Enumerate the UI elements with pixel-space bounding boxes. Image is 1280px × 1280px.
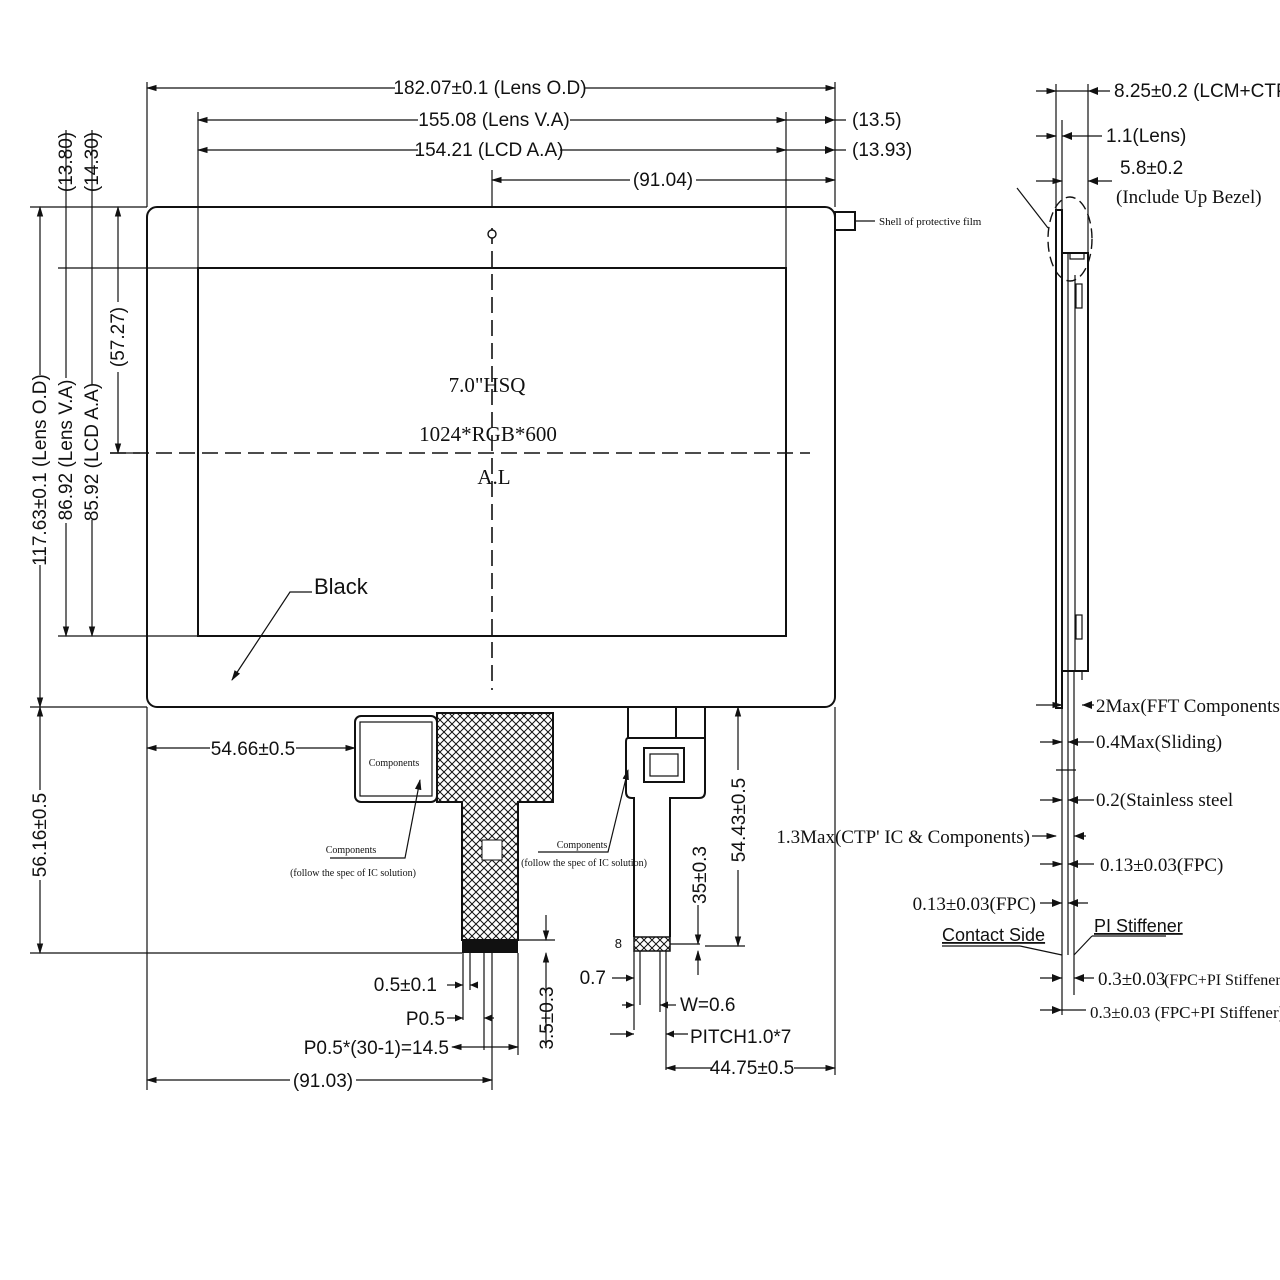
black-label: Black xyxy=(314,574,369,599)
side-fpc-1: 0.13±0.03(FPC) xyxy=(1100,855,1223,876)
size-label: 7.0"HSQ xyxy=(449,373,526,397)
aa-mark: A.L xyxy=(477,465,510,489)
dim-lens-od-height: 117.63±0.1 (Lens O.D) xyxy=(30,374,51,566)
dim-35: 35±0.3 xyxy=(690,846,711,904)
side-lens: 1.1(Lens) xyxy=(1106,126,1186,147)
components-box-label: Components xyxy=(369,758,420,769)
side-view: 8.25±0.2 (LCM+CTP) 1.1(Lens) 5.8±0.2 (In… xyxy=(776,81,1280,1022)
components-spec-2: (follow the spec of IC solution) xyxy=(521,858,647,869)
lens-outline xyxy=(146,206,836,708)
dim-fpc-length: 56.16±0.5 xyxy=(30,793,51,877)
dim-fpc-offset: 54.66±0.5 xyxy=(211,739,295,760)
side-stiffener: PI Stiffener xyxy=(1094,916,1183,936)
side-ctp-ic: 1.3Max(CTP' IC & Components) xyxy=(776,827,1030,848)
dim-pin-width: 0.5±0.1 xyxy=(374,975,437,996)
shell-film-note: Shell of protective film xyxy=(879,216,982,228)
dim-half-height: (57.27) xyxy=(108,307,129,367)
dim-left-14-30: (14.30) xyxy=(82,132,103,192)
dim-pitch: P0.5 xyxy=(406,1009,445,1030)
dim-lcd-aa-width: 154.21 (LCD A.A) xyxy=(415,140,564,161)
fpc-ctp-pins xyxy=(633,936,671,952)
dim-pin-width-2: W=0.6 xyxy=(680,995,735,1016)
front-view: 182.07±0.1 (Lens O.D) 155.08 (Lens V.A) … xyxy=(28,76,982,709)
side-bezel: 5.8±0.2 xyxy=(1120,158,1183,179)
resolution-label: 1024*RGB*600 xyxy=(419,422,557,446)
side-bezel-note: (Include Up Bezel) xyxy=(1116,187,1262,208)
detail-ellipse xyxy=(1047,196,1093,282)
dim-lens-od-width: 182.07±0.1 (Lens O.D) xyxy=(393,78,586,99)
side-stiffener-1: 0.3±0.03 xyxy=(1098,969,1165,990)
dim-center-offset: (91.04) xyxy=(633,170,693,191)
active-area xyxy=(197,267,787,637)
side-stiffener-2: 0.3±0.03 (FPC+PI Stiffener) xyxy=(1090,1003,1280,1022)
fpc-main-hatched xyxy=(436,712,554,941)
dim-5443: 54.43±0.5 xyxy=(729,778,750,862)
dim-pin-gap: 0.7 xyxy=(580,968,606,989)
fpc-ctp: Components (follow the spec of IC soluti… xyxy=(521,705,837,1080)
side-contact: Contact Side xyxy=(942,925,1045,945)
side-stiffener-1-note: (FPC+PI Stiffener) xyxy=(1164,972,1280,989)
components-note-2: Components xyxy=(557,840,608,851)
side-fpc-2: 0.13±0.03(FPC) xyxy=(913,894,1036,915)
side-total-thickness: 8.25±0.2 (LCM+CTP) xyxy=(1114,81,1280,102)
dim-pitch-2: PITCH1.0*7 xyxy=(690,1027,791,1048)
dim-left-13-80: (13.80) xyxy=(56,132,77,192)
side-fft: 2Max(FFT Components) xyxy=(1096,696,1280,717)
components-note: Components xyxy=(326,845,377,856)
dim-lens-va-width: 155.08 (Lens V.A) xyxy=(418,110,569,131)
dim-right-13-93: (13.93) xyxy=(852,140,912,161)
dim-pitch-total: P0.5*(30-1)=14.5 xyxy=(304,1038,449,1059)
dim-lcd-aa-height: 85.92 (LCD A.A) xyxy=(82,383,103,521)
fpc-main: Components 54.66±0.5 Components (follow … xyxy=(28,705,558,1092)
pin-count: 8 xyxy=(615,936,622,951)
dim-tail-length: 3.5±0.3 xyxy=(537,986,558,1049)
side-sliding: 0.4Max(Sliding) xyxy=(1096,732,1222,753)
components-spec: (follow the spec of IC solution) xyxy=(290,868,416,879)
dim-right-13-5: (13.5) xyxy=(852,110,902,131)
dim-4475: 44.75±0.5 xyxy=(710,1058,794,1079)
dim-offset-9103: (91.03) xyxy=(293,1071,353,1092)
dim-lens-va-height: 86.92 (Lens V.A) xyxy=(56,380,77,521)
side-steel: 0.2(Stainless steel xyxy=(1096,790,1233,811)
